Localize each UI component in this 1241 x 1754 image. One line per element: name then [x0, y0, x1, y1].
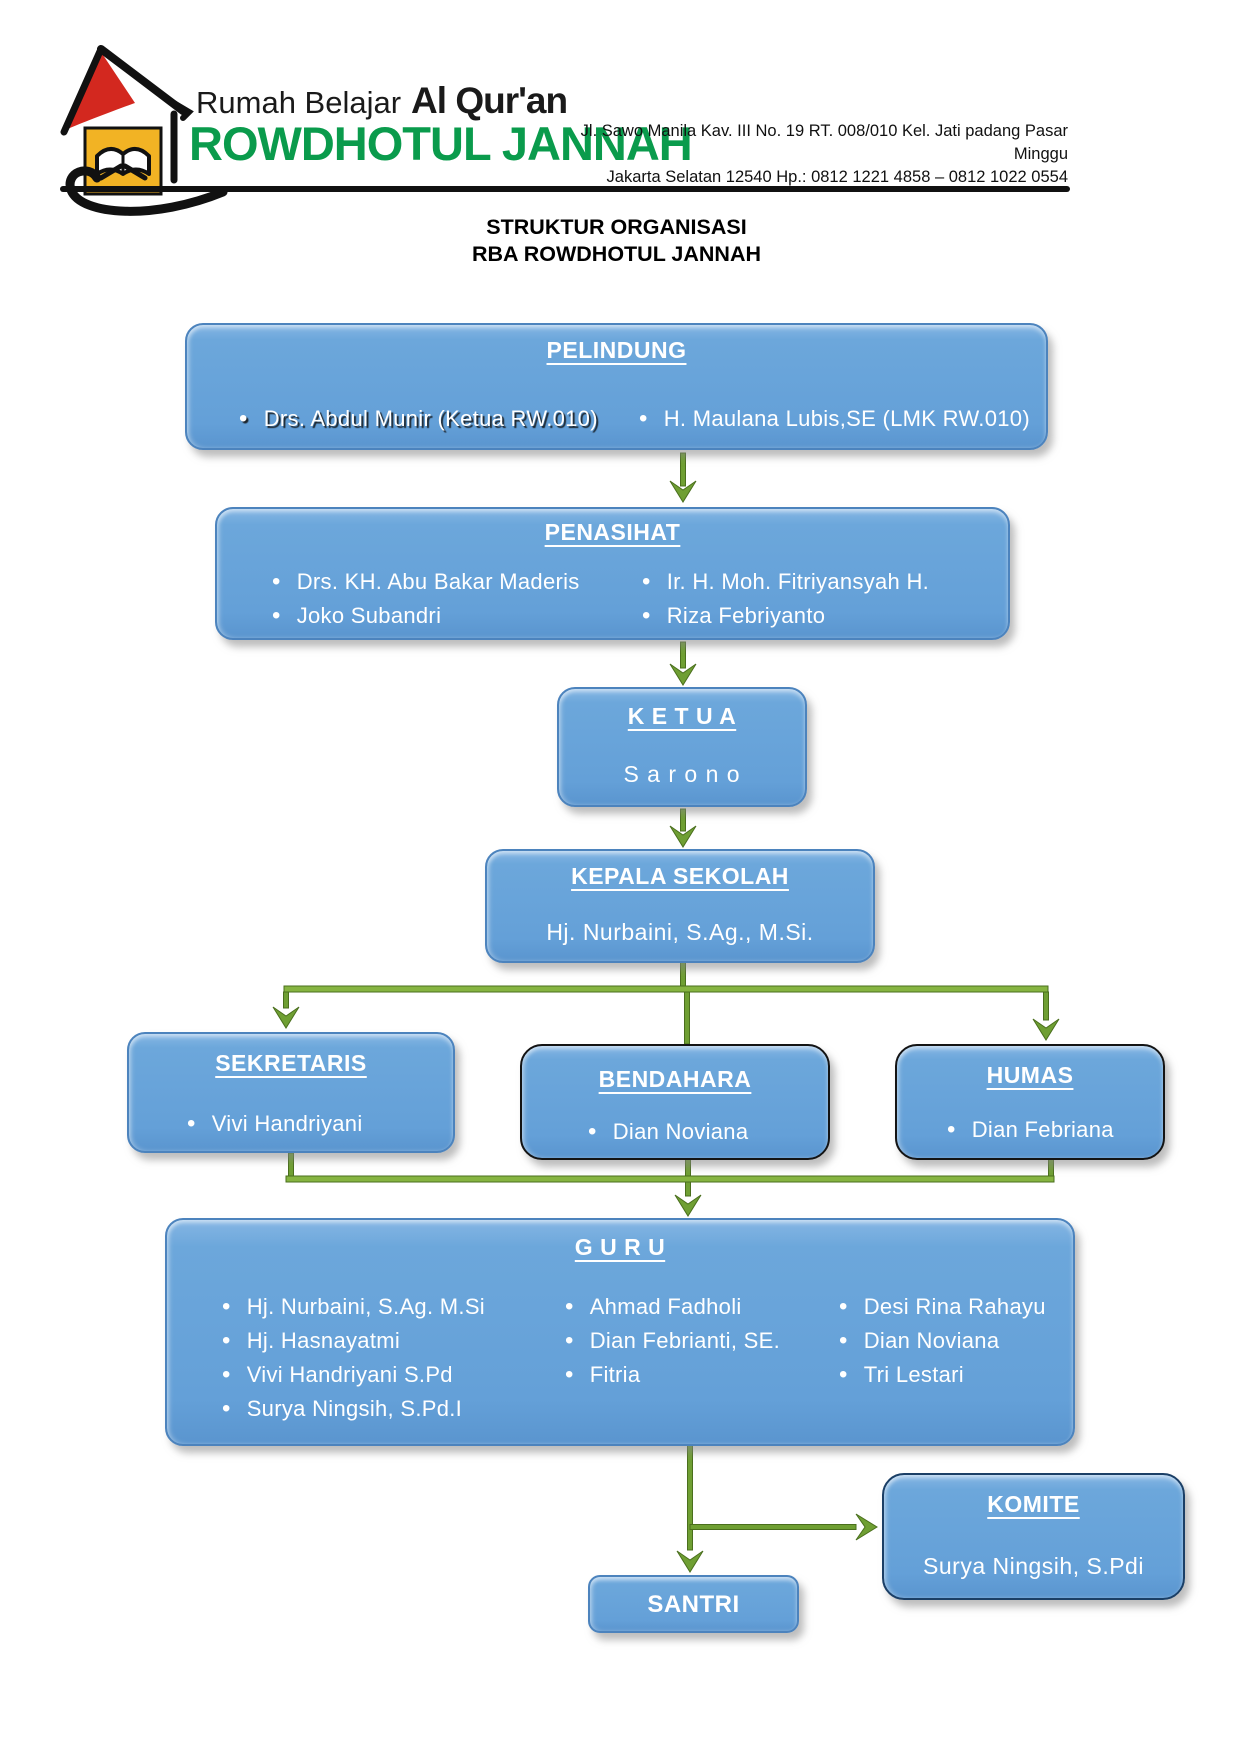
arrow-penasihat-ketua	[669, 641, 697, 686]
org-box-humas: HUMAS Dian Febriana	[895, 1044, 1165, 1160]
guru-col2: Ahmad FadholiDian Febrianti, SE.Fitria	[565, 1290, 780, 1392]
penasihat-title: PENASIHAT	[544, 519, 681, 545]
org-box-sekretaris: SEKRETARIS Vivi Handriyani	[127, 1032, 455, 1153]
connector-guru-santri-komite	[676, 1443, 878, 1573]
list-item: Joko Subandri	[272, 599, 580, 633]
ketua-title: K E T U A	[627, 703, 737, 729]
page-title-line1: STRUKTUR ORGANISASI	[486, 215, 747, 239]
org-type-text: Rumah Belajar	[196, 85, 402, 120]
santri-title: SANTRI	[647, 1591, 740, 1618]
pelindung-title: PELINDUNG	[546, 337, 687, 363]
penasihat-col1: Drs. KH. Abu Bakar MaderisJoko Subandri	[272, 565, 580, 633]
guru-col1: Hj. Nurbaini, S.Ag. M.SiHj. HasnayatmiVi…	[222, 1290, 485, 1426]
bendahara-title: BENDAHARA	[598, 1066, 752, 1092]
penasihat-col2: Ir. H. Moh. Fitriyansyah H.Riza Febriyan…	[642, 565, 929, 633]
org-box-penasihat: PENASIHAT Drs. KH. Abu Bakar MaderisJoko…	[215, 507, 1010, 640]
letterhead-divider	[60, 186, 1070, 192]
address-line-2: Jakarta Selatan 12540 Hp.: 0812 1221 485…	[606, 168, 1068, 186]
sekretaris-title: SEKRETARIS	[215, 1050, 367, 1076]
org-box-guru: G U R U Hj. Nurbaini, S.Ag. M.SiHj. Hasn…	[165, 1218, 1075, 1446]
list-item: Fitria	[565, 1358, 780, 1392]
list-item: Hj. Nurbaini, S.Ag. M.Si	[222, 1290, 485, 1324]
list-item: Dian Noviana	[839, 1324, 1046, 1358]
komite-name: Surya Ningsih, S.Pdi	[923, 1553, 1144, 1579]
list-item: Riza Febriyanto	[642, 599, 929, 633]
org-box-komite: KOMITE Surya Ningsih, S.Pdi	[882, 1473, 1185, 1600]
page-title: STRUKTUR ORGANISASI RBA ROWDHOTUL JANNAH	[185, 214, 1048, 268]
humas-title: HUMAS	[986, 1062, 1074, 1088]
letterhead-address: Jl. Sawo Manila Kav. III No. 19 RT. 008/…	[560, 120, 1068, 189]
bendahara-member: Dian Noviana	[588, 1118, 748, 1146]
pelindung-member-1: Drs. Abdul Munir (Ketua RW.010)	[239, 405, 598, 433]
list-item: Surya Ningsih, S.Pd.I	[222, 1392, 485, 1426]
org-box-pelindung: PELINDUNG Drs. Abdul Munir (Ketua RW.010…	[185, 323, 1048, 450]
org-box-bendahara: BENDAHARA Dian Noviana	[520, 1044, 830, 1160]
pelindung-member-2: H. Maulana Lubis,SE (LMK RW.010)	[639, 405, 1030, 433]
ketua-name: S a r o n o	[623, 761, 741, 787]
humas-member: Dian Febriana	[947, 1116, 1114, 1144]
list-item: Dian Febrianti, SE.	[565, 1324, 780, 1358]
page-title-line2: RBA ROWDHOTUL JANNAH	[471, 242, 762, 266]
org-box-kepala-sekolah: KEPALA SEKOLAH Hj. Nurbaini, S.Ag., M.Si…	[485, 849, 875, 963]
quran-house-logo	[60, 45, 228, 216]
list-item: Hj. Hasnayatmi	[222, 1324, 485, 1358]
arrow-pelindung-penasihat	[669, 452, 697, 503]
arrow-ketua-kepala	[669, 808, 697, 848]
org-box-santri: SANTRI	[588, 1575, 799, 1633]
list-item: Drs. KH. Abu Bakar Maderis	[272, 565, 580, 599]
list-item: Vivi Handriyani S.Pd	[222, 1358, 485, 1392]
guru-col3: Desi Rina RahayuDian NovianaTri Lestari	[839, 1290, 1046, 1392]
list-item: Ir. H. Moh. Fitriyansyah H.	[642, 565, 929, 599]
list-item: Desi Rina Rahayu	[839, 1290, 1046, 1324]
org-box-ketua: K E T U A S a r o n o	[557, 687, 807, 807]
list-item: Tri Lestari	[839, 1358, 1046, 1392]
connector-merge-guru	[285, 1152, 1055, 1217]
sekretaris-member: Vivi Handriyani	[187, 1110, 363, 1138]
address-line-1: Jl. Sawo Manila Kav. III No. 19 RT. 008/…	[580, 122, 1068, 163]
letterhead-org-type: Rumah Belajar Al Qur'an	[196, 80, 568, 122]
letterhead-org-name: ROWDHOTUL JANNAH	[189, 117, 693, 170]
guru-title: G U R U	[574, 1234, 666, 1260]
org-type2-text: Al Qur'an	[411, 80, 568, 121]
list-item: Ahmad Fadholi	[565, 1290, 780, 1324]
kepala-sekolah-title: KEPALA SEKOLAH	[571, 863, 789, 889]
komite-title: KOMITE	[987, 1491, 1080, 1517]
kepala-sekolah-name: Hj. Nurbaini, S.Ag., M.Si.	[546, 919, 814, 945]
